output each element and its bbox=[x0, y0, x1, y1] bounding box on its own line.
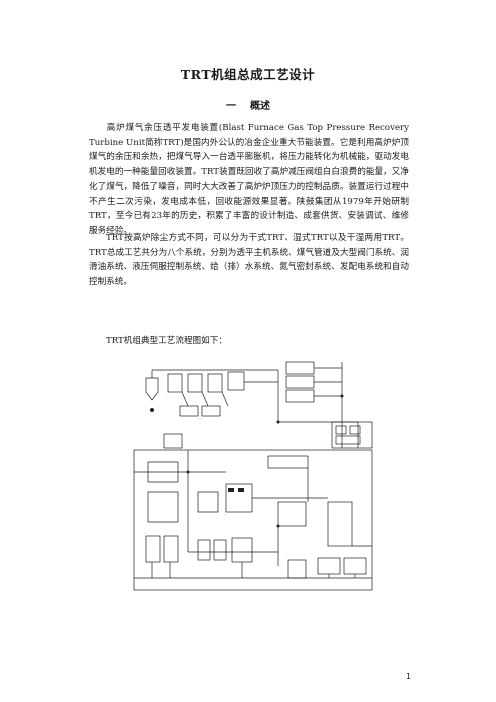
pump-box bbox=[163, 433, 183, 449]
process-flow-diagram-drawing bbox=[133, 361, 373, 591]
vessel-4 bbox=[227, 371, 245, 391]
lube-oil-unit bbox=[147, 461, 179, 483]
section-number: 一 bbox=[226, 101, 236, 112]
paragraph-figure-intro: TRT机组典型工艺流程图如下： bbox=[106, 336, 227, 346]
paragraph-overview: 高炉煤气余压透平发电装置(Blast Furnace Gas Top Press… bbox=[89, 123, 409, 236]
dust-catcher-shape bbox=[145, 377, 159, 401]
section-title: 概述 bbox=[250, 101, 270, 112]
generator-block bbox=[267, 455, 309, 469]
document-title: TRT机组总成工艺设计 bbox=[180, 67, 316, 82]
vessel-2 bbox=[187, 373, 203, 393]
oil-tank bbox=[277, 501, 307, 527]
paragraph-systems: TRT按高炉除尘方式不同，可以分为干式TRT、湿式TRT以及干湿两用TRT。TR… bbox=[89, 233, 409, 288]
control-cabinet bbox=[331, 421, 373, 449]
diagram-frame bbox=[133, 449, 373, 591]
process-flow-diagram bbox=[128, 352, 392, 598]
bottom-pump-1 bbox=[145, 535, 161, 563]
section-heading: 一 概述 bbox=[0, 97, 496, 112]
right-column-equipment bbox=[327, 501, 353, 547]
bottom-pump-2 bbox=[163, 535, 179, 563]
filter-1 bbox=[179, 405, 199, 417]
page-number: 1 bbox=[406, 672, 412, 681]
tank-bottom bbox=[287, 559, 307, 579]
valve-bank-2 bbox=[285, 375, 315, 389]
vessel-3 bbox=[207, 373, 223, 393]
vessel-1 bbox=[167, 373, 183, 393]
valve-bank-3 bbox=[285, 389, 315, 403]
valve-bank-1 bbox=[285, 361, 315, 375]
hydraulic-unit bbox=[147, 491, 179, 523]
filter-2 bbox=[201, 405, 221, 417]
gas-pipeline-top bbox=[152, 369, 279, 422]
cooler bbox=[231, 537, 253, 563]
